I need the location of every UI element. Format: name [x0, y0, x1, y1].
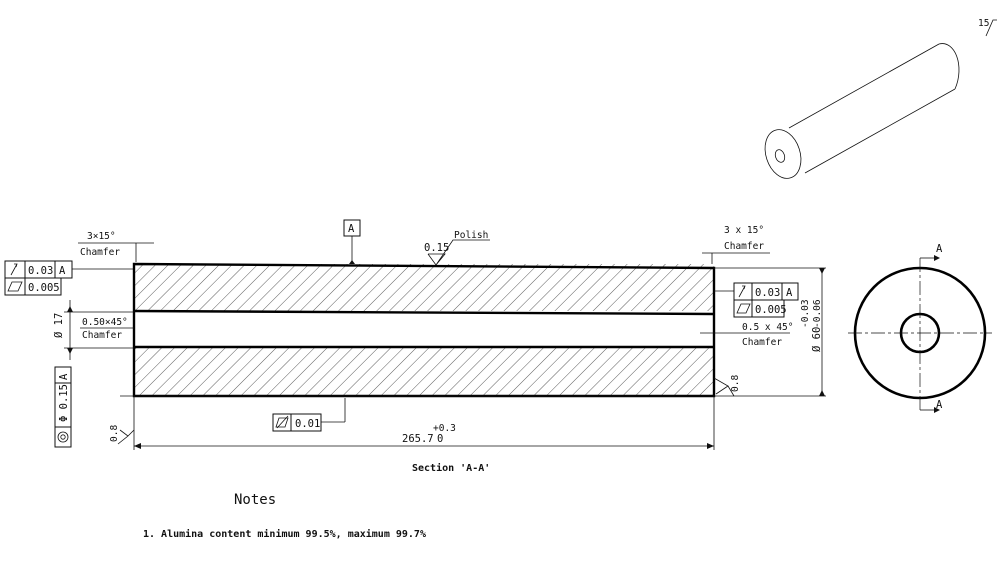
- section-label: Section 'A-A': [412, 462, 490, 474]
- outer-diameter-tol-lower: -0.06: [812, 299, 823, 328]
- svg-text:A: A: [58, 373, 70, 380]
- svg-text:0.03: 0.03: [28, 265, 53, 277]
- bore-chamfer-right-size: 0.5 x 45°: [742, 322, 793, 333]
- right-chamfer-label: Chamfer: [724, 241, 764, 252]
- upper-wall-hatch: [134, 264, 714, 311]
- concentricity-fcf: A Φ 0.15: [54, 366, 72, 448]
- outer-diameter-tol-upper: -0.03: [800, 299, 811, 328]
- length-tol-upper: +0.3: [433, 423, 456, 434]
- datum-triangle: [349, 260, 355, 264]
- right-fcf-runout: 0.03 A: [733, 282, 799, 301]
- concentricity-icon: [57, 431, 69, 443]
- isometric-view: [764, 43, 960, 179]
- bore-diameter: Ø 17: [53, 313, 65, 338]
- corner-mark-tick: [985, 19, 997, 37]
- svg-text:0.005: 0.005: [28, 282, 60, 294]
- datum-a-label: A: [348, 223, 355, 235]
- flatness-icon: [7, 281, 23, 292]
- end-view: A A: [848, 243, 992, 413]
- roughness-right: 0.8: [730, 375, 741, 392]
- right-fcf-flatness: 0.005: [733, 299, 787, 318]
- bore-chamfer-left-label: Chamfer: [82, 330, 122, 341]
- polish-label: Polish: [454, 230, 488, 241]
- flatness-icon: [736, 303, 751, 314]
- bore-chamfer-left-size: 0.50×45°: [82, 317, 128, 328]
- svg-text:0.01: 0.01: [295, 418, 320, 430]
- bore-chamfer-right-label: Chamfer: [742, 337, 782, 348]
- left-chamfer-label: Chamfer: [80, 247, 120, 258]
- cylindricity-fcf: 0.01: [272, 413, 322, 432]
- surface-finish-icon: [713, 377, 735, 397]
- svg-text:A: A: [786, 287, 793, 299]
- end-view-cut-label-bottom: A: [936, 399, 943, 411]
- corner-mark: 15: [978, 18, 989, 29]
- runout-icon: [738, 285, 746, 298]
- end-view-cut-label-top: A: [936, 243, 943, 255]
- outer-diameter: Ø 60: [811, 327, 823, 352]
- left-chamfer-size: 3×15°: [87, 231, 116, 242]
- svg-text:A: A: [59, 265, 66, 277]
- polish-value: 0.15: [424, 242, 449, 254]
- section-view: [120, 262, 716, 398]
- surface-finish-icon: [117, 429, 135, 445]
- runout-icon: [10, 263, 18, 276]
- svg-text:0.03: 0.03: [755, 287, 780, 299]
- length-tol-lower: 0: [437, 433, 443, 445]
- lower-wall-hatch: [134, 347, 714, 396]
- right-chamfer-size: 3 x 15°: [724, 225, 764, 236]
- left-fcf-runout: 0.03 A: [4, 260, 73, 279]
- cylinder-bore: [774, 149, 786, 163]
- svg-text:Φ 0.15: Φ 0.15: [58, 384, 70, 422]
- svg-text:0.005: 0.005: [755, 304, 787, 316]
- cylindricity-icon: [275, 415, 289, 429]
- note-line: 1. Alumina content minimum 99.5%, maximu…: [143, 528, 426, 540]
- roughness-left: 0.8: [109, 425, 120, 442]
- cylinder-end-face: [764, 129, 802, 179]
- notes-title: Notes: [234, 492, 276, 508]
- left-fcf-flatness: 0.005: [4, 277, 62, 296]
- length-value: 265.7: [402, 433, 434, 445]
- surface-finish-icon: [427, 239, 490, 266]
